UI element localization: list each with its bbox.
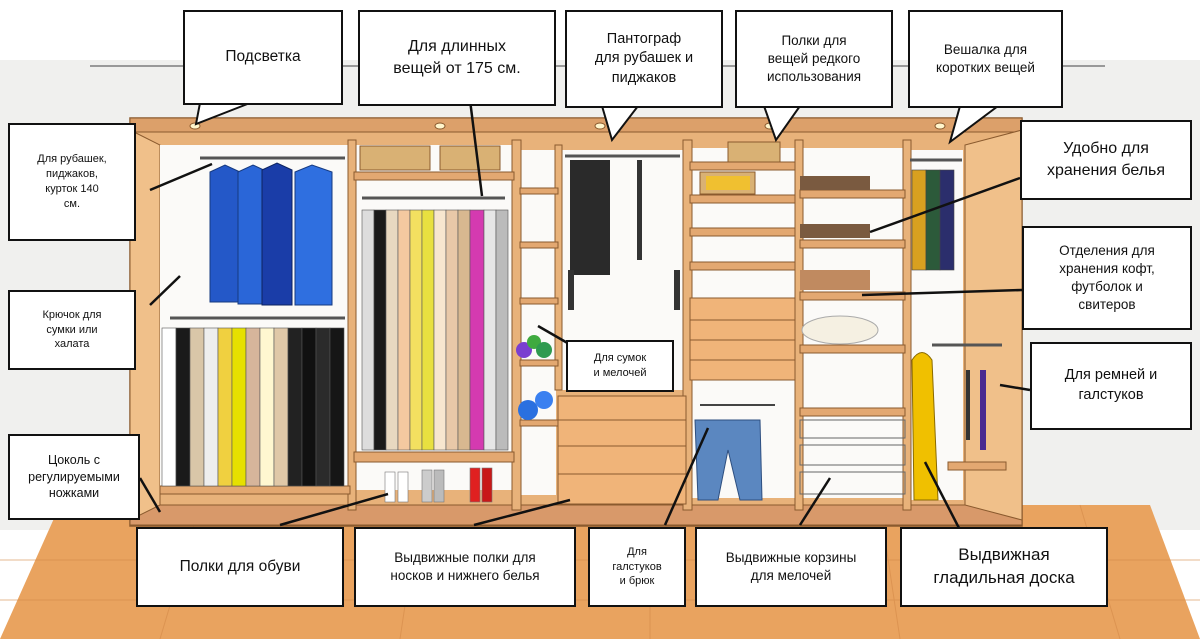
- callout-short-hanger: Вешалка для коротких вещей: [908, 10, 1063, 108]
- callout-plinth: Цоколь с регулируемыми ножками: [8, 434, 140, 520]
- clothes-lower-left: [161, 327, 345, 487]
- baskets: [799, 419, 906, 495]
- callout-shirts-140: Для рубашек, пиджаков, курток 140 см.: [8, 123, 136, 241]
- ties: [966, 370, 986, 450]
- callout-sweaters: Отделения для хранения кофт, футболок и …: [1022, 226, 1192, 330]
- callout-bags: Для сумок и мелочей: [566, 340, 674, 392]
- callout-podsvetka: Подсветка: [183, 10, 343, 105]
- callout-long-clothes: Для длинных вещей от 175 см.: [358, 10, 556, 106]
- callout-sock-drawers: Выдвижные полки для носков и нижнего бел…: [354, 527, 576, 607]
- clothes-short: [911, 169, 955, 271]
- callout-ties-pants: Для галстуков и брюк: [588, 527, 686, 607]
- shoes: [384, 467, 493, 503]
- clothes-long: [361, 209, 509, 451]
- callout-baskets: Выдвижные корзины для мелочей: [695, 527, 887, 607]
- callout-belts: Для ремней и галстуков: [1030, 342, 1192, 430]
- jeans: [694, 404, 775, 501]
- callout-shoe-shelves: Полки для обуви: [136, 527, 344, 607]
- callout-rare-shelves: Полки для вещей редкого использования: [735, 10, 893, 108]
- balls: [516, 335, 553, 420]
- jackets-long: [209, 162, 333, 306]
- callout-ironing-board: Выдвижная гладильная доска: [900, 527, 1108, 607]
- drawers: [557, 297, 796, 505]
- shelf-items: [800, 176, 879, 345]
- pointers: [138, 99, 1031, 531]
- callout-hook: Крючок для сумки или халата: [8, 290, 136, 370]
- callout-pantograph: Пантограф для рубашек и пиджаков: [565, 10, 723, 108]
- ironing-board: [911, 352, 939, 501]
- callout-linen: Удобно для хранения белья: [1020, 120, 1192, 200]
- pantograph-clothes: [568, 160, 680, 310]
